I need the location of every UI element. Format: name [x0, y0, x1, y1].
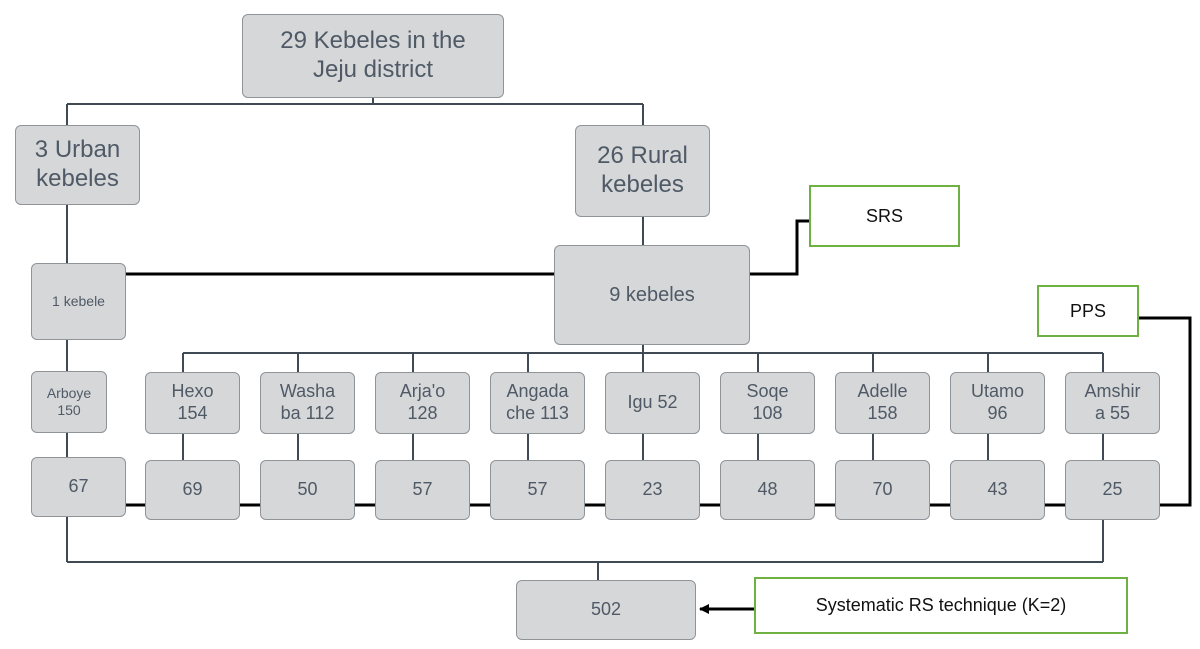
rural-kebele-node: Amshir a 55 [1065, 372, 1160, 434]
rural-sample-node: 50 [260, 460, 355, 520]
rural-sample-node: 57 [375, 460, 470, 520]
urban-sample-node: 67 [31, 457, 126, 517]
rural-sample-node: 25 [1065, 460, 1160, 520]
urban-selected-node: 1 kebele [31, 263, 126, 340]
systematic-rs-label: Systematic RS technique (K=2) [754, 577, 1128, 634]
urban-kebeles-node: 3 Urban kebeles [15, 125, 140, 205]
rural-selected-node: 9 kebeles [554, 245, 750, 345]
rural-sample-node: 70 [835, 460, 930, 520]
rural-sample-node: 48 [720, 460, 815, 520]
total-sample-node: 502 [516, 580, 696, 640]
rural-kebele-node: Washa ba 112 [260, 372, 355, 434]
rural-kebele-node: Angada che 113 [490, 372, 585, 434]
rural-sample-node: 43 [950, 460, 1045, 520]
rural-kebele-node: Hexo 154 [145, 372, 240, 434]
srs-label: SRS [809, 185, 960, 247]
rural-kebele-node: Arja'o 128 [375, 372, 470, 434]
rural-kebele-node: Utamo 96 [950, 372, 1045, 434]
pps-label: PPS [1037, 285, 1139, 337]
rural-kebele-node: Soqe 108 [720, 372, 815, 434]
rural-kebeles-node: 26 Rural kebeles [575, 125, 710, 217]
srs-arrow [79, 219, 809, 279]
root-node: 29 Kebeles in the Jeju district [242, 14, 504, 98]
rural-kebele-node: Igu 52 [605, 372, 700, 434]
rural-sample-node: 57 [490, 460, 585, 520]
rural-kebele-node: Adelle 158 [835, 372, 930, 434]
urban-kebele-arboye: Arboye 150 [31, 371, 107, 433]
rural-sample-node: 69 [145, 460, 240, 520]
rural-sample-node: 23 [605, 460, 700, 520]
